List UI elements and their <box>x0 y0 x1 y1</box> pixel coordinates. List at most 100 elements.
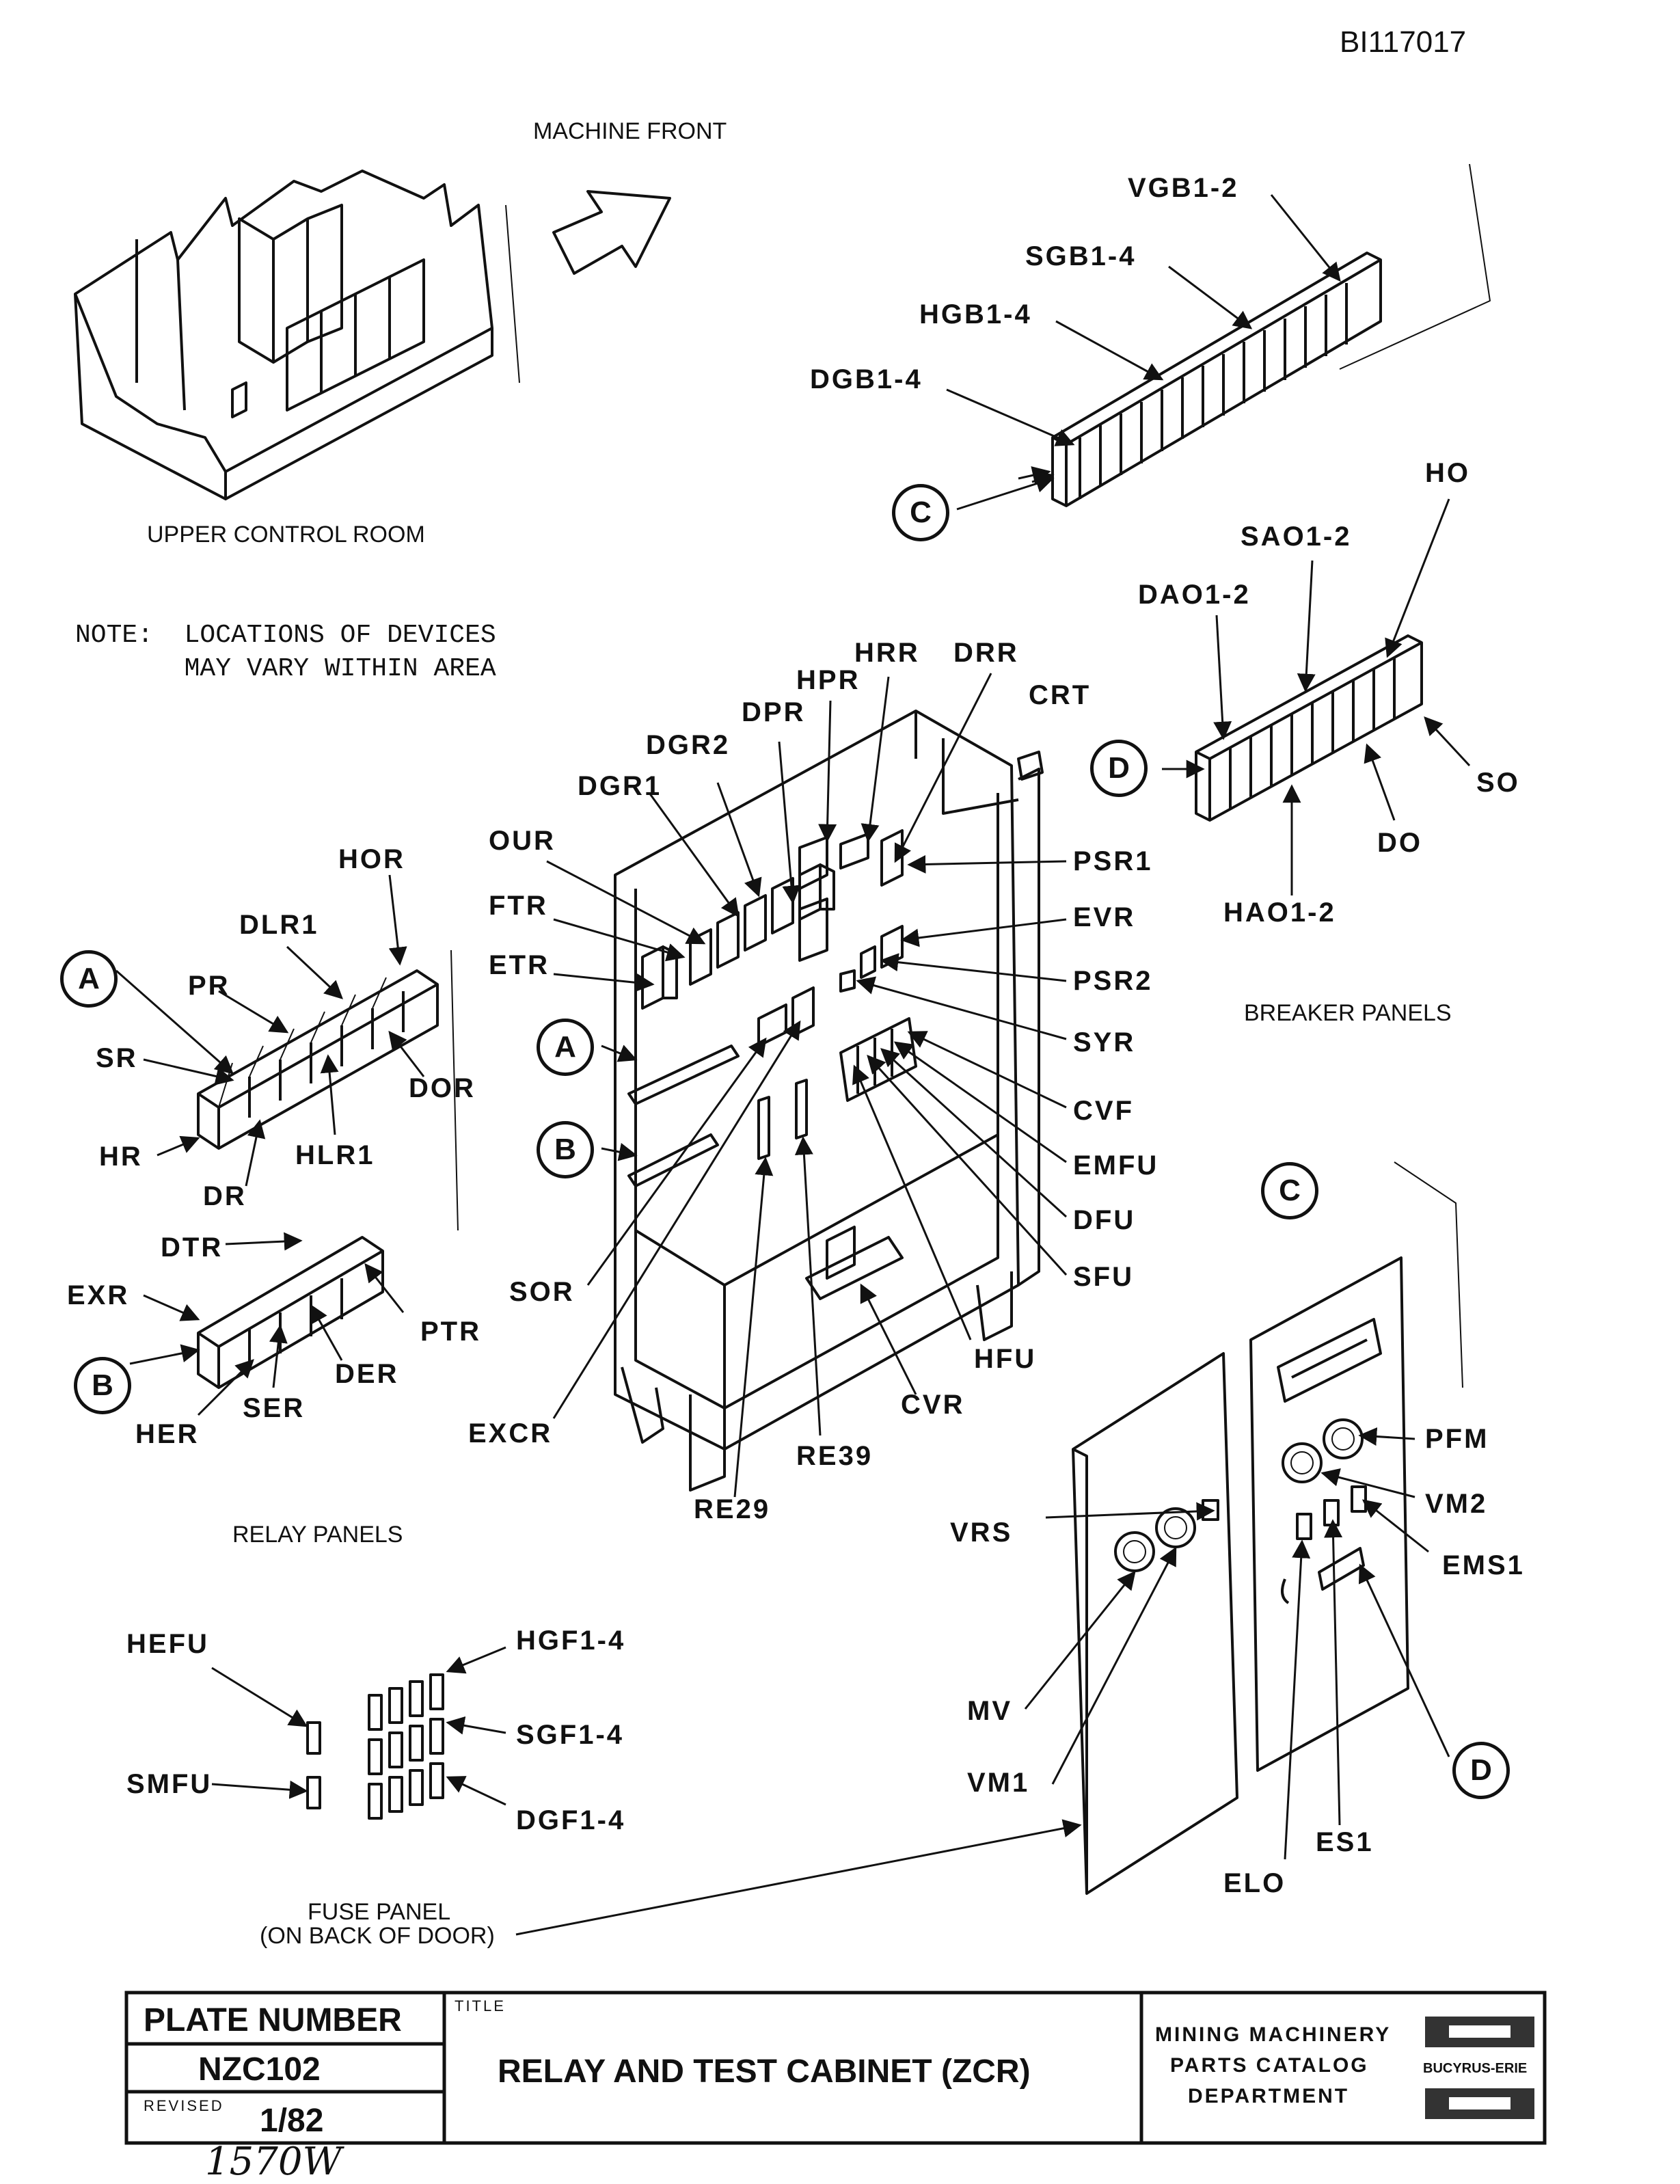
label-dor: DOR <box>409 1073 476 1103</box>
document-id: BI117017 <box>1340 25 1467 59</box>
label-exr: EXR <box>67 1280 130 1310</box>
label-vm2: VM2 <box>1425 1489 1488 1519</box>
fuse-panel <box>306 1673 444 1820</box>
company-logo: BUCYRUS-ERIE <box>1423 2061 1528 2076</box>
label-hefu: HEFU <box>126 1629 209 1659</box>
label-pfm: PFM <box>1425 1424 1489 1454</box>
note-line-1: NOTE: LOCATIONS OF DEVICES <box>75 621 496 650</box>
breaker-panels-label: BREAKER PANELS <box>1244 1000 1452 1026</box>
label-ems1: EMS1 <box>1442 1550 1525 1580</box>
label-re29: RE29 <box>694 1494 771 1524</box>
door-panel-right <box>1249 1161 1463 1772</box>
machine-front-arrow <box>552 190 671 275</box>
label-hpr: HPR <box>796 665 861 695</box>
label-dpr: DPR <box>742 697 806 727</box>
drawing-title: RELAY AND TEST CABINET (ZCR) <box>498 2053 1031 2090</box>
label-der: DER <box>335 1359 399 1389</box>
fuse-panel-label: FUSE PANEL <box>308 1899 451 1925</box>
label-hor: HOR <box>338 844 405 874</box>
door-panel-left <box>1072 1352 1238 1895</box>
callout-a-relay: A <box>60 950 118 1008</box>
label-sgf: SGF1-4 <box>516 1720 625 1750</box>
label-elo: ELO <box>1223 1868 1286 1898</box>
label-dfu: DFU <box>1073 1205 1136 1235</box>
label-hgf: HGF1-4 <box>516 1626 626 1656</box>
callout-d-breaker: D <box>1090 740 1148 797</box>
title-block-frame <box>124 1991 1547 2145</box>
fuse-panel-sublabel: (ON BACK OF DOOR) <box>260 1923 495 1949</box>
label-evr: EVR <box>1073 902 1136 932</box>
label-hfu: HFU <box>974 1344 1037 1374</box>
title-label: TITLE <box>455 1997 506 2014</box>
label-vgb: VGB1-2 <box>1128 173 1239 203</box>
label-dao: DAO1-2 <box>1138 580 1251 610</box>
handwritten-note: 1570W <box>205 2140 342 2184</box>
label-crt: CRT <box>1029 680 1092 710</box>
label-ser: SER <box>243 1393 306 1423</box>
label-psr1: PSR1 <box>1073 846 1153 876</box>
label-do: DO <box>1377 828 1422 858</box>
label-dgr2: DGR2 <box>646 730 731 760</box>
plate-number-label: PLATE NUMBER <box>144 2002 402 2038</box>
label-dr: DR <box>203 1181 247 1211</box>
label-dgr1: DGR1 <box>578 771 662 801</box>
leader-lines <box>116 194 1471 1936</box>
breaker-strip-c <box>1051 163 1491 507</box>
label-dtr: DTR <box>161 1232 223 1263</box>
label-etr: ETR <box>489 950 550 980</box>
label-pr: PR <box>188 971 230 1001</box>
dept-line-3: DEPARTMENT <box>1188 2085 1350 2107</box>
label-vm1: VM1 <box>967 1768 1030 1798</box>
machine-front-label: MACHINE FRONT <box>533 118 727 144</box>
callout-b-relay: B <box>74 1357 131 1414</box>
label-hrr: HRR <box>854 638 920 668</box>
dept-line-1: MINING MACHINERY <box>1155 2023 1392 2046</box>
breaker-strip-d <box>1195 634 1423 822</box>
upper-control-room-sketch <box>74 170 520 500</box>
note-line-2: MAY VARY WITHIN AREA <box>75 654 496 684</box>
revised-label: REVISED <box>144 2097 224 2114</box>
callout-b-cabinet: B <box>537 1121 594 1178</box>
callout-c-top: C <box>892 484 949 541</box>
label-mv: MV <box>967 1696 1012 1726</box>
label-hr: HR <box>99 1142 143 1172</box>
label-sr: SR <box>96 1043 138 1073</box>
callout-c-door: C <box>1261 1162 1318 1219</box>
label-our: OUR <box>489 826 556 856</box>
plate-number-value: NZC102 <box>198 2051 321 2088</box>
label-smfu: SMFU <box>126 1769 213 1799</box>
logo-marks <box>1425 2017 1534 2119</box>
label-her: HER <box>135 1419 200 1449</box>
label-ho: HO <box>1425 458 1470 488</box>
label-so: SO <box>1476 768 1520 798</box>
label-excr: EXCR <box>468 1418 553 1448</box>
label-emfu: EMFU <box>1073 1150 1159 1181</box>
label-psr2: PSR2 <box>1073 966 1153 996</box>
label-re39: RE39 <box>796 1441 873 1471</box>
label-dgf: DGF1-4 <box>516 1805 626 1835</box>
label-cvf: CVF <box>1073 1096 1134 1126</box>
label-dlr1: DLR1 <box>239 910 319 940</box>
label-cvr: CVR <box>901 1390 965 1420</box>
main-cabinet <box>614 710 1044 1492</box>
callout-d-door: D <box>1452 1742 1510 1799</box>
revised-value: 1/82 <box>260 2103 324 2139</box>
label-dgb: DGB1-4 <box>810 364 923 394</box>
relay-panel-a <box>197 949 459 1231</box>
callout-a-cabinet: A <box>537 1019 594 1076</box>
label-es1: ES1 <box>1316 1827 1374 1857</box>
label-hao: HAO1-2 <box>1223 898 1336 928</box>
label-hlr1: HLR1 <box>295 1140 375 1170</box>
label-drr: DRR <box>953 638 1019 668</box>
upper-control-room-label: UPPER CONTROL ROOM <box>147 522 425 548</box>
label-vrs: VRS <box>950 1518 1013 1548</box>
dept-line-2: PARTS CATALOG <box>1170 2054 1369 2077</box>
label-hgb: HGB1-4 <box>919 299 1032 329</box>
label-sao: SAO1-2 <box>1241 522 1352 552</box>
label-ptr: PTR <box>420 1317 481 1347</box>
label-sfu: SFU <box>1073 1262 1134 1292</box>
relay-panels-label: RELAY PANELS <box>232 1522 403 1548</box>
label-sor: SOR <box>509 1277 575 1307</box>
label-ftr: FTR <box>489 891 548 921</box>
